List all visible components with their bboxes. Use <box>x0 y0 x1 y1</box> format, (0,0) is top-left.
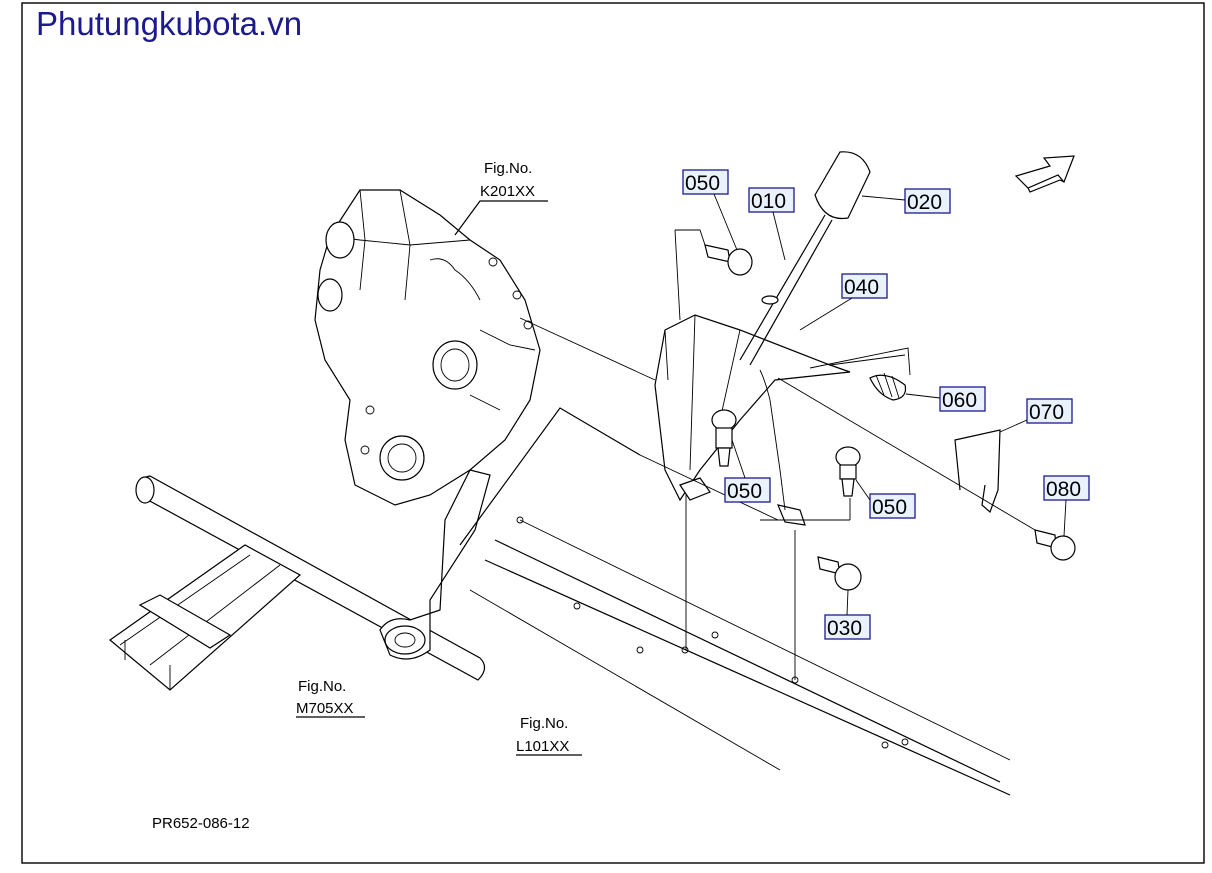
svg-text:010: 010 <box>751 190 786 213</box>
callout-010[interactable]: 010 <box>748 187 795 261</box>
lever-rod <box>739 214 833 366</box>
callout-050-mid-left[interactable]: 050 <box>724 439 771 503</box>
bolt-050-top <box>704 244 753 276</box>
fig-l101-code: L101XX <box>516 738 569 755</box>
callout-060[interactable]: 060 <box>905 386 986 412</box>
callout-080[interactable]: 080 <box>1043 475 1090 537</box>
bolt-030 <box>817 556 862 591</box>
fig-l101-label: Fig.No. <box>520 715 568 732</box>
svg-text:070: 070 <box>1029 401 1064 424</box>
assembly-lines <box>639 229 1036 680</box>
wire-clip <box>954 429 1001 514</box>
frame-rail <box>459 407 1011 796</box>
callout-040[interactable]: 040 <box>799 273 888 331</box>
svg-text:050: 050 <box>872 496 907 519</box>
svg-text:060: 060 <box>942 389 977 412</box>
svg-text:050: 050 <box>685 172 720 195</box>
transmission-housing <box>314 189 541 506</box>
callout-050-mid-right[interactable]: 050 <box>855 479 916 519</box>
bolt-050-mid-right <box>835 446 861 497</box>
shaft-assembly <box>109 469 491 691</box>
bolt-080 <box>1034 529 1076 561</box>
fig-m705-label: Fig.No. <box>298 678 346 695</box>
svg-text:030: 030 <box>827 617 862 640</box>
lever-knob <box>814 151 871 220</box>
svg-text:040: 040 <box>844 276 879 299</box>
bolt-050-mid-left <box>711 409 737 467</box>
callout-050-top[interactable]: 050 <box>682 169 738 251</box>
fig-m705-code: M705XX <box>296 700 354 717</box>
front-arrow-icon <box>1014 155 1075 193</box>
fig-k201-code: K201XX <box>480 183 535 200</box>
page-border <box>21 2 1205 864</box>
svg-text:020: 020 <box>907 191 942 214</box>
callout-070[interactable]: 070 <box>999 398 1073 433</box>
spring-part <box>869 372 907 401</box>
callout-030[interactable]: 030 <box>824 589 871 640</box>
svg-text:050: 050 <box>727 480 762 503</box>
site-title[interactable]: Phutungkubota.vn <box>36 5 302 42</box>
drawing-code: PR652-086-12 <box>152 815 250 832</box>
fig-k201-label: Fig.No. <box>484 160 532 177</box>
callout-020[interactable]: 020 <box>861 188 951 214</box>
svg-text:080: 080 <box>1046 478 1081 501</box>
